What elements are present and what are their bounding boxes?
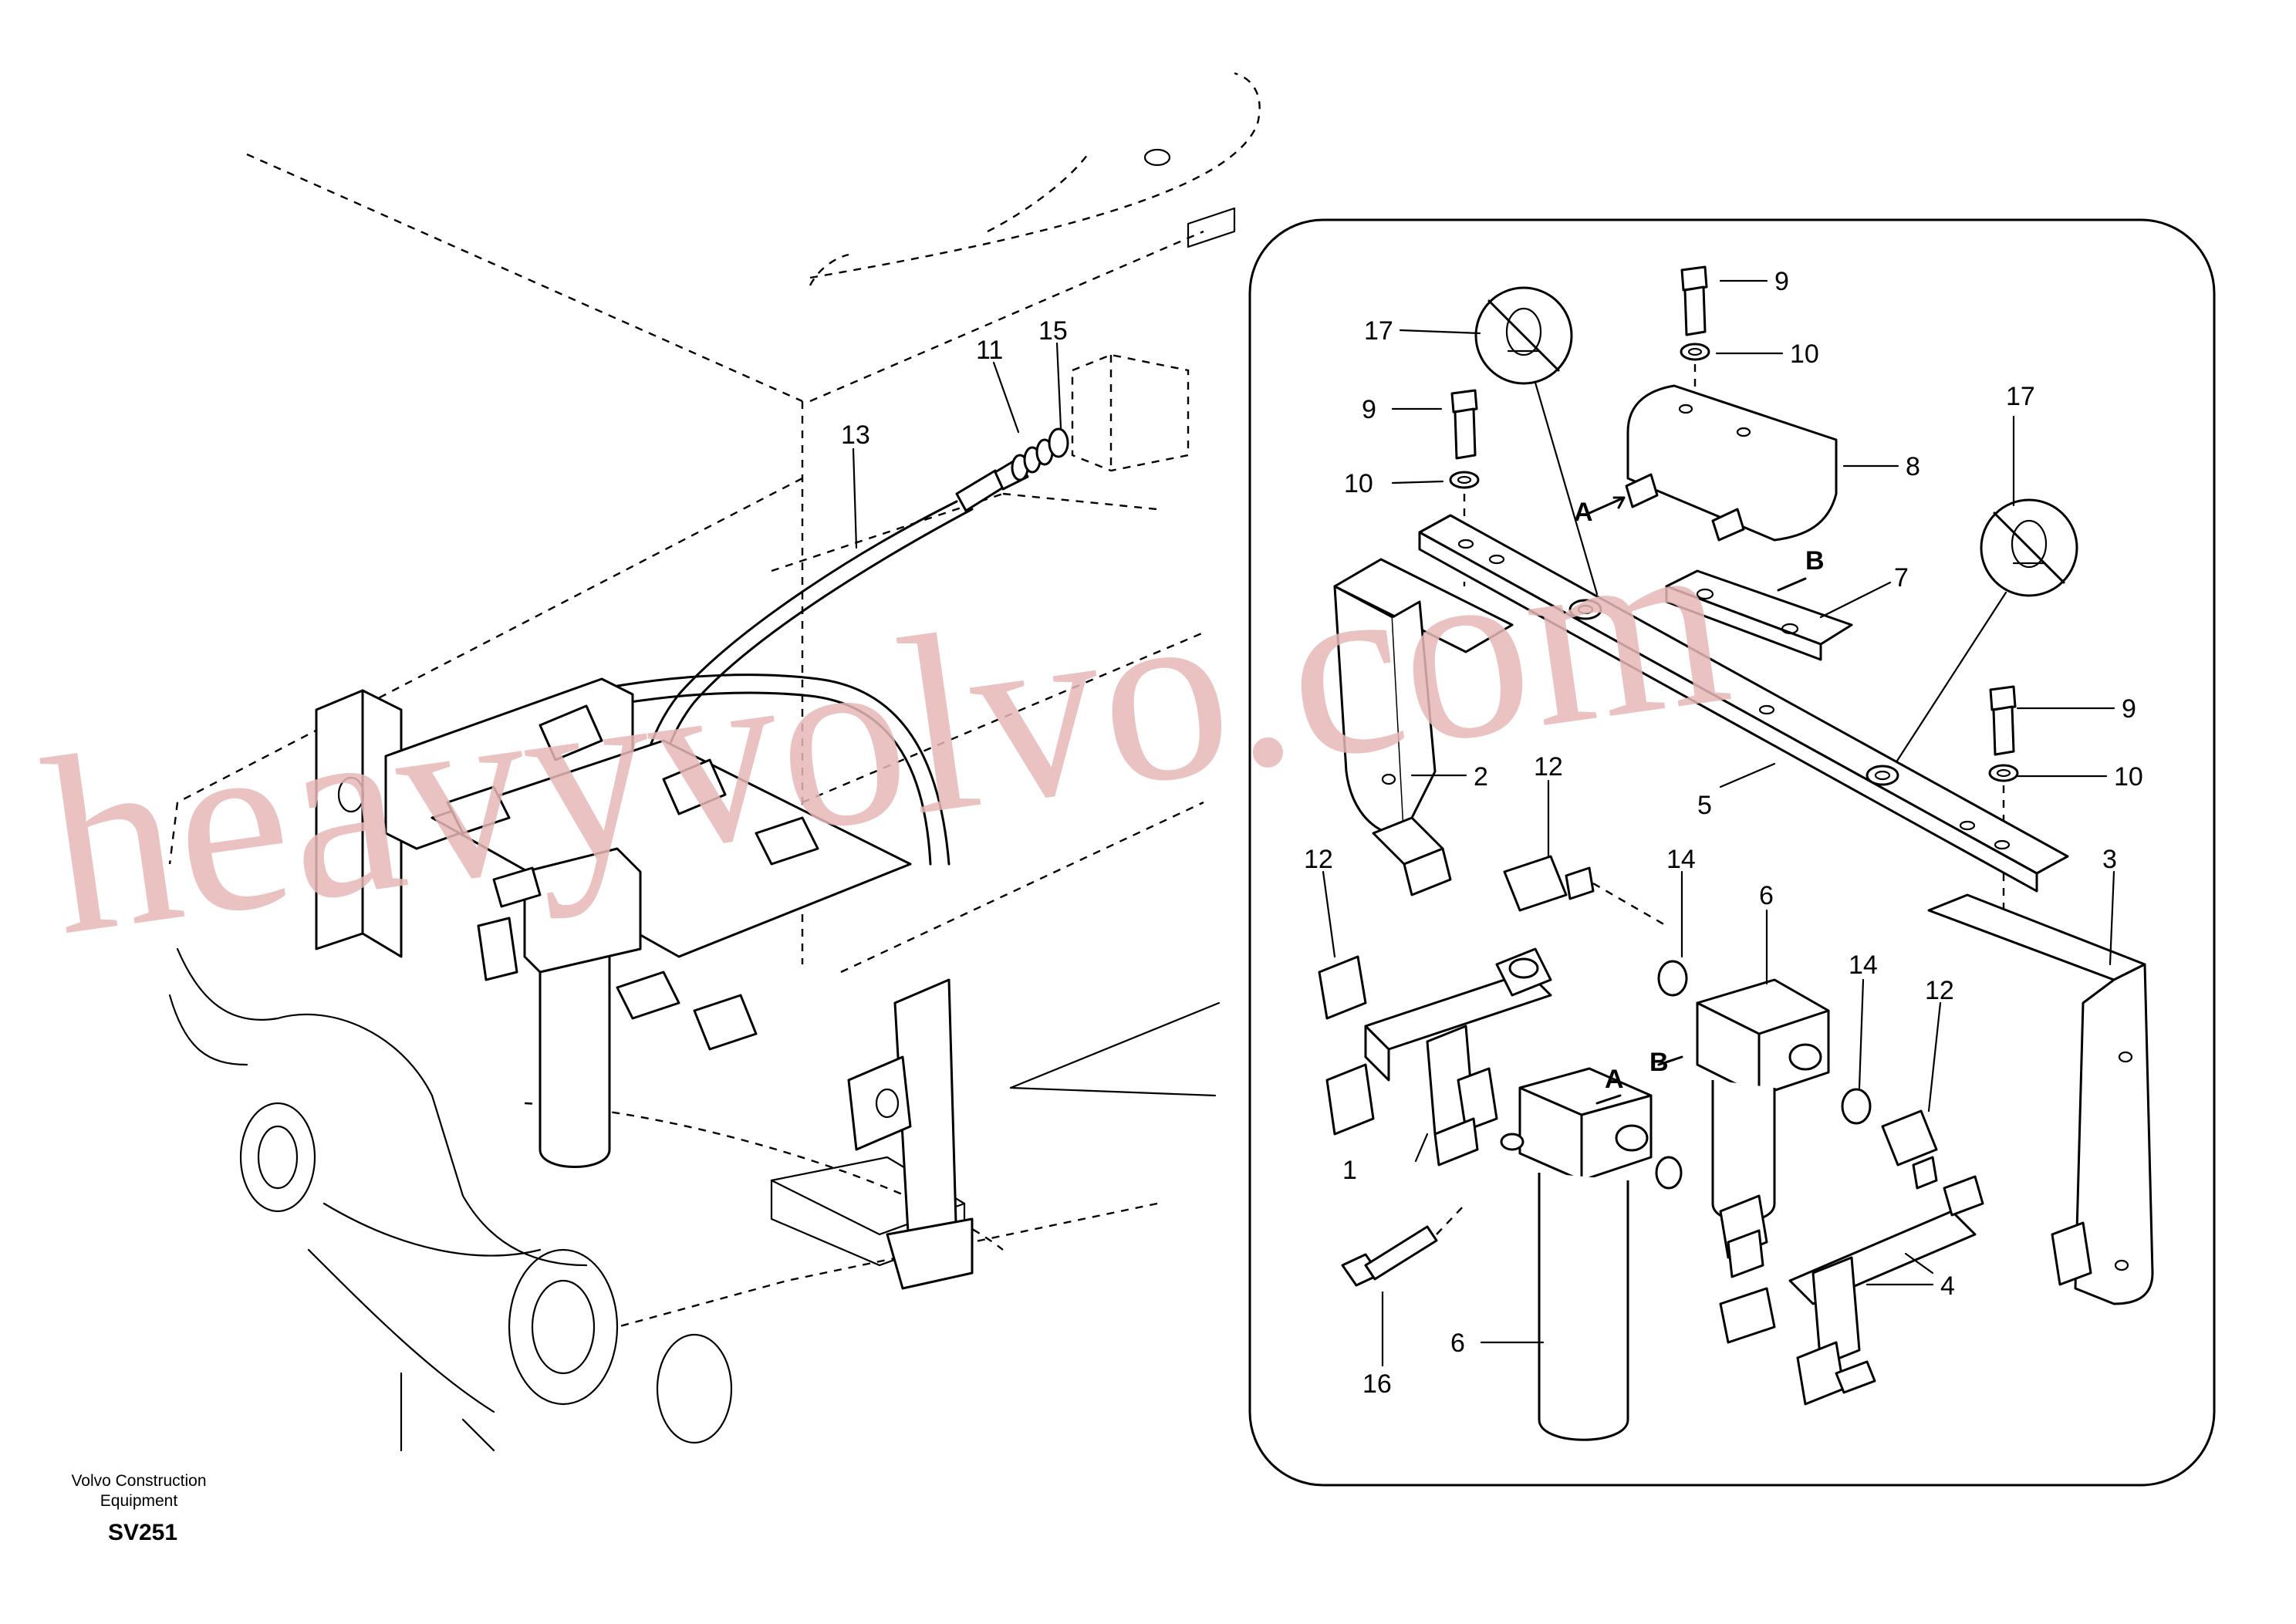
callout-11: 11 bbox=[976, 336, 1003, 365]
callout-9-right: 9 bbox=[2122, 694, 2136, 724]
callout-9-left: 9 bbox=[1362, 395, 1376, 424]
leader-lines bbox=[1322, 279, 2115, 1344]
marker-B-upper: B bbox=[1805, 546, 1825, 576]
marker-A-lower: A bbox=[1605, 1065, 1624, 1094]
callout-1: 1 bbox=[1342, 1156, 1357, 1185]
bracket-3 bbox=[1927, 893, 2154, 1305]
callout-3: 3 bbox=[2102, 845, 2117, 874]
detail-callouts: 17 17 9 9 9 10 10 10 8 7 5 2 3 12 12 12 … bbox=[1304, 267, 2143, 1399]
bolt-16 bbox=[1341, 1203, 1467, 1367]
callout-6-upper: 6 bbox=[1759, 881, 1774, 910]
elbow-fitting-12-b bbox=[1881, 1109, 1938, 1190]
callout-12-right: 12 bbox=[1925, 976, 1954, 1005]
callout-17-left: 17 bbox=[1364, 316, 1393, 346]
bracket-8 bbox=[1588, 384, 1838, 542]
bolt-9-washer-10-right bbox=[1988, 685, 2019, 934]
bolt-9-washer-10-left bbox=[1449, 389, 1480, 586]
detail-pointer bbox=[1009, 1001, 1221, 1097]
callout-6-lower: 6 bbox=[1450, 1329, 1465, 1358]
view-markers: A B A B bbox=[1574, 498, 1825, 1105]
elbow-fitting-12-a bbox=[1503, 855, 1667, 927]
footer-company-line2: Equipment bbox=[100, 1492, 178, 1510]
callout-14-right: 14 bbox=[1849, 950, 1878, 980]
manifold-1 bbox=[1318, 947, 1552, 1167]
filter-6-lower bbox=[1500, 1067, 1683, 1441]
manifold-4 bbox=[1719, 1175, 1984, 1406]
callout-2: 2 bbox=[1474, 762, 1488, 792]
filter-6-upper bbox=[1696, 978, 1830, 1222]
callout-16: 16 bbox=[1362, 1369, 1392, 1399]
marker-A-upper: A bbox=[1574, 498, 1593, 527]
callout-12-left: 12 bbox=[1304, 845, 1333, 874]
bolt-9-washer-10-top bbox=[1680, 265, 1710, 401]
rail-5 bbox=[1418, 514, 2069, 893]
callout-7: 7 bbox=[1894, 563, 1909, 593]
filter-assembly-overview bbox=[315, 677, 974, 1290]
callout-13: 13 bbox=[841, 420, 870, 450]
callout-10-right: 10 bbox=[2114, 762, 2143, 792]
no-lubrication-symbol bbox=[1474, 286, 1599, 596]
no-lubrication-symbol bbox=[1889, 498, 2078, 773]
footer-company-line1: Volvo Construction bbox=[71, 1472, 206, 1490]
callout-8: 8 bbox=[1906, 452, 1920, 481]
callout-14-left: 14 bbox=[1666, 845, 1696, 874]
callout-12-top: 12 bbox=[1534, 752, 1563, 782]
callout-10-left: 10 bbox=[1344, 469, 1373, 498]
overview-callouts: 13 11 15 bbox=[841, 316, 1068, 549]
bracket-2 bbox=[1333, 558, 1514, 896]
footer: Volvo Construction Equipment SV251 bbox=[71, 1472, 206, 1545]
o-ring-14 bbox=[1657, 960, 1872, 1125]
callout-5: 5 bbox=[1697, 791, 1712, 820]
watermark: heavyvolvo.com bbox=[30, 474, 1743, 988]
callout-4: 4 bbox=[1940, 1271, 1955, 1301]
detail-panel-border bbox=[1248, 218, 2216, 1487]
footer-drawing-code: SV251 bbox=[108, 1520, 177, 1545]
callout-10-top: 10 bbox=[1790, 339, 1819, 369]
callout-17-right: 17 bbox=[2006, 382, 2035, 411]
callout-9-top: 9 bbox=[1774, 267, 1789, 296]
plate-7 bbox=[1665, 569, 1853, 661]
callout-15: 15 bbox=[1038, 316, 1068, 346]
